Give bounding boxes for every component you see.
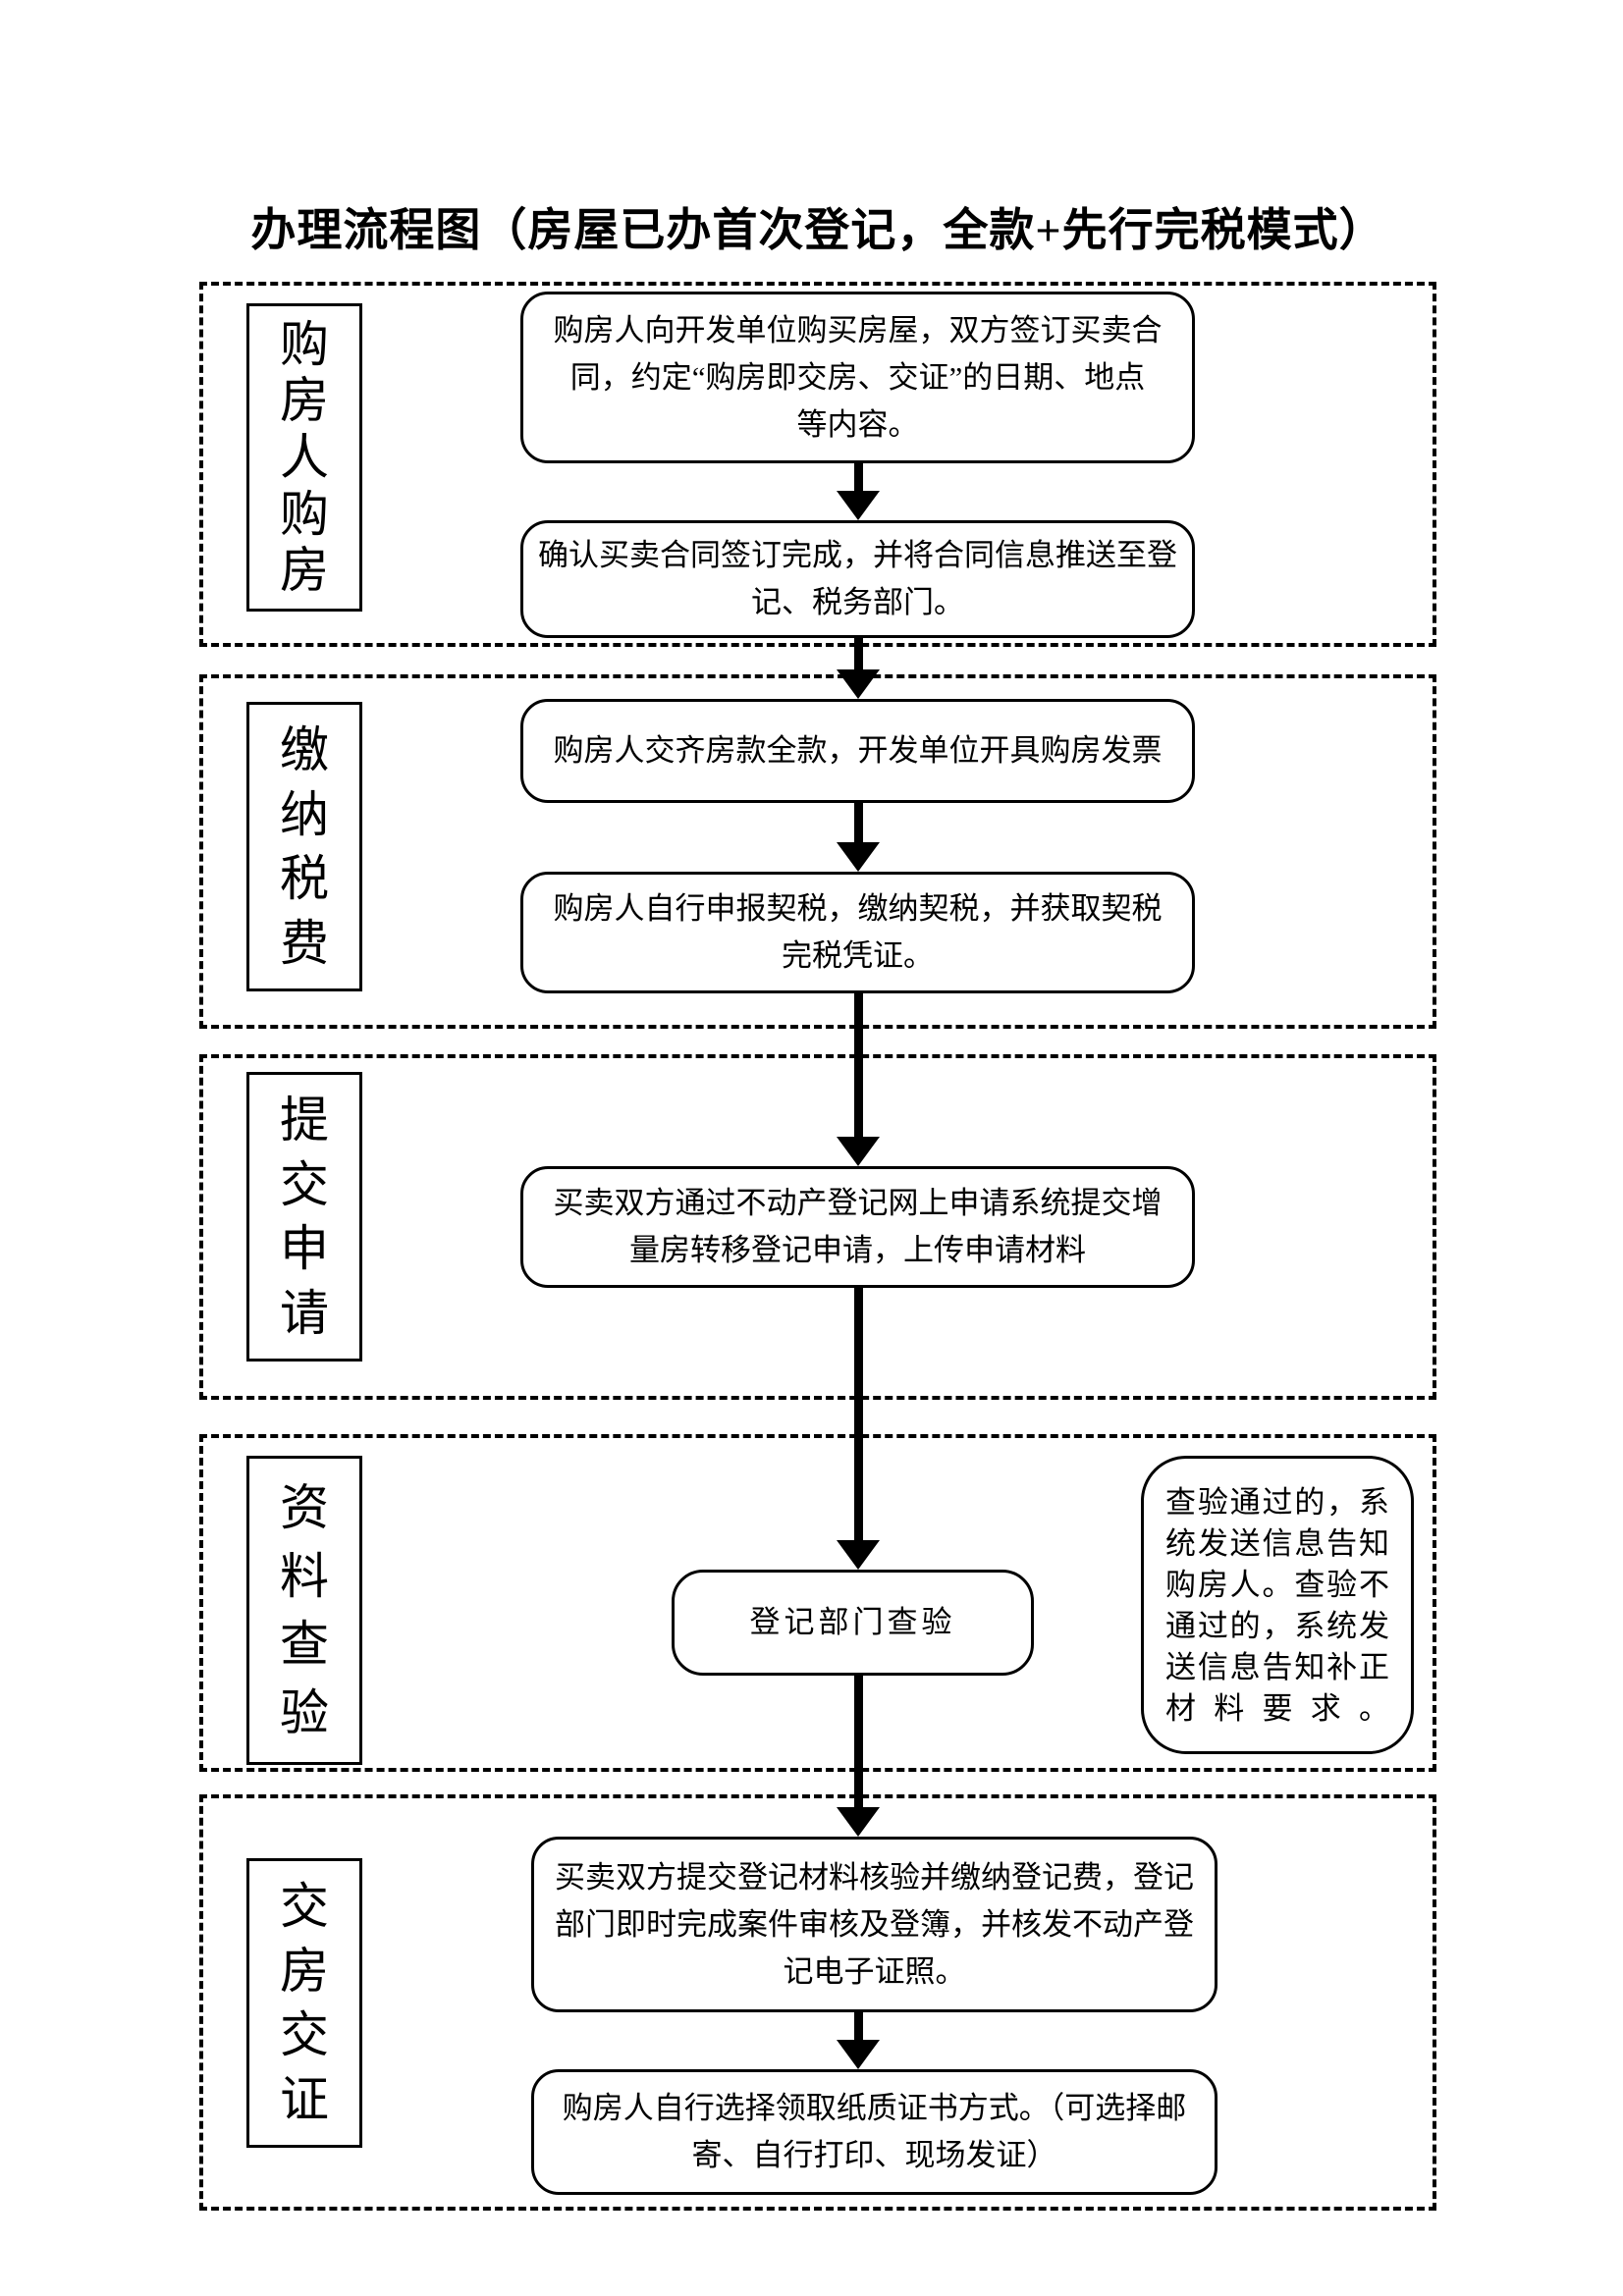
stage-label-char: 费: [280, 915, 329, 971]
side-note-line: 送信息告知补正: [1165, 1650, 1389, 1684]
stage-label-char: 税: [280, 851, 329, 907]
section-home-purchase: [199, 282, 1436, 647]
side-note-line: 材料要求。: [1165, 1691, 1389, 1726]
section-pay-taxes: [199, 674, 1436, 1029]
side-note-line: 查验通过的，系: [1165, 1485, 1389, 1520]
flow-box-declare-deed-tax: 购房人自行申报契税，缴纳契税，并获取契税 完税凭证。: [520, 872, 1195, 993]
box-text-line: 寄、自行打印、现场发证）: [691, 2138, 1057, 2172]
side-note-line: 通过的，系统发: [1165, 1609, 1389, 1643]
side-note-line: 购房人。查验不: [1165, 1568, 1389, 1602]
box-text-line: 量房转移登记申请，上传申请材料: [629, 1233, 1086, 1267]
flow-box-pay-full-price: 购房人交齐房款全款，开发单位开具购房发票: [520, 699, 1195, 803]
stage-label-char: 房: [280, 543, 329, 599]
flow-box-purchase-contract: 购房人向开发单位购买房屋，双方签订买卖合 同，约定“购房即交房、交证”的日期、地…: [520, 292, 1195, 463]
box-text-line: 购房人向开发单位购买房屋，双方签订买卖合: [553, 312, 1163, 347]
stage-label-char: 资: [280, 1480, 329, 1536]
stage-label-deliver-certificate: 交 房 交 证: [246, 1858, 362, 2148]
side-note-check-result: 查验通过的，系 统发送信息告知 购房人。查验不 通过的，系统发 送信息告知补正 …: [1141, 1456, 1414, 1754]
box-text-line: 购房人自行选择领取纸质证书方式。（可选择邮: [562, 2091, 1187, 2125]
stage-label-char: 验: [280, 1684, 329, 1740]
box-text-line: 记电子证照。: [783, 1953, 966, 1989]
stage-label-char: 缴: [280, 722, 329, 778]
stage-label-material-check: 资 料 查 验: [246, 1456, 362, 1765]
stage-label-char: 房: [280, 373, 329, 429]
stage-label-char: 交: [280, 1879, 329, 1935]
stage-label-char: 交: [280, 2007, 329, 2063]
flow-arrow-1-down-icon: [837, 463, 880, 520]
box-text-line: 确认买卖合同签订完成，并将合同信息推送至登: [538, 538, 1177, 572]
flow-arrow-3-down-icon: [837, 803, 880, 872]
stage-label-char: 购: [280, 316, 329, 372]
stage-label-char: 提: [280, 1093, 329, 1148]
section-deliver-certificate: [199, 1794, 1436, 2211]
section-material-check: [199, 1434, 1436, 1772]
flow-box-registration-check: 登记部门查验: [672, 1570, 1034, 1676]
flow-arrow-5-down-icon: [837, 1288, 880, 1570]
box-text-line: 购房人自行申报契税，缴纳契税，并获取契税: [553, 891, 1163, 926]
flow-arrow-4-down-icon: [837, 993, 880, 1166]
stage-label-char: 购: [280, 486, 329, 542]
side-note-line: 统发送信息告知: [1165, 1526, 1389, 1561]
flow-box-contract-confirm: 确认买卖合同签订完成，并将合同信息推送至登 记、税务部门。: [520, 520, 1195, 638]
stage-label-pay-taxes: 缴 纳 税 费: [246, 702, 362, 991]
flow-arrow-6-down-icon: [837, 1676, 880, 1837]
box-text-line: 买卖双方通过不动产登记网上申请系统提交增: [553, 1186, 1163, 1220]
box-text-line: 记、税务部门。: [751, 585, 964, 619]
flow-box-paper-certificate-choice: 购房人自行选择领取纸质证书方式。（可选择邮 寄、自行打印、现场发证）: [531, 2069, 1217, 2195]
stage-label-char: 交: [280, 1156, 329, 1212]
section-submit-application: [199, 1054, 1436, 1400]
stage-label-char: 料: [280, 1548, 329, 1604]
box-text-line: 部门即时完成案件审核及登簿，并核发不动产登: [555, 1906, 1194, 1942]
stage-label-char: 证: [280, 2071, 329, 2127]
box-text-line: 登记部门查验: [749, 1605, 956, 1639]
flow-arrow-7-down-icon: [837, 2012, 880, 2069]
stage-label-char: 纳: [280, 786, 329, 842]
stage-label-char: 人: [280, 429, 329, 485]
box-text-line: 买卖双方提交登记材料核验并缴纳登记费，登记: [555, 1859, 1194, 1895]
page-title: 办理流程图（房屋已办首次登记，全款+先行完税模式）: [250, 205, 1385, 255]
stage-label-char: 请: [280, 1285, 329, 1341]
flow-box-review-and-certificate: 买卖双方提交登记材料核验并缴纳登记费，登记 部门即时完成案件审核及登簿，并核发不…: [531, 1837, 1217, 2012]
box-text-line: 完税凭证。: [782, 938, 934, 973]
stage-label-submit-application: 提 交 申 请: [246, 1072, 362, 1362]
box-text-line: 等内容。: [796, 406, 919, 442]
stage-label-char: 查: [280, 1617, 329, 1673]
box-text-line: 同，约定“购房即交房、交证”的日期、地点: [569, 359, 1146, 395]
box-text-line: 购房人交齐房款全款，开发单位开具购房发票: [553, 733, 1163, 768]
stage-label-char: 申: [280, 1221, 329, 1277]
stage-label-char: 房: [280, 1943, 329, 1999]
stage-label-home-purchase: 购 房 人 购 房: [246, 303, 362, 612]
flow-arrow-2-down-icon: [837, 638, 880, 699]
flow-box-online-application: 买卖双方通过不动产登记网上申请系统提交增 量房转移登记申请，上传申请材料: [520, 1166, 1195, 1288]
